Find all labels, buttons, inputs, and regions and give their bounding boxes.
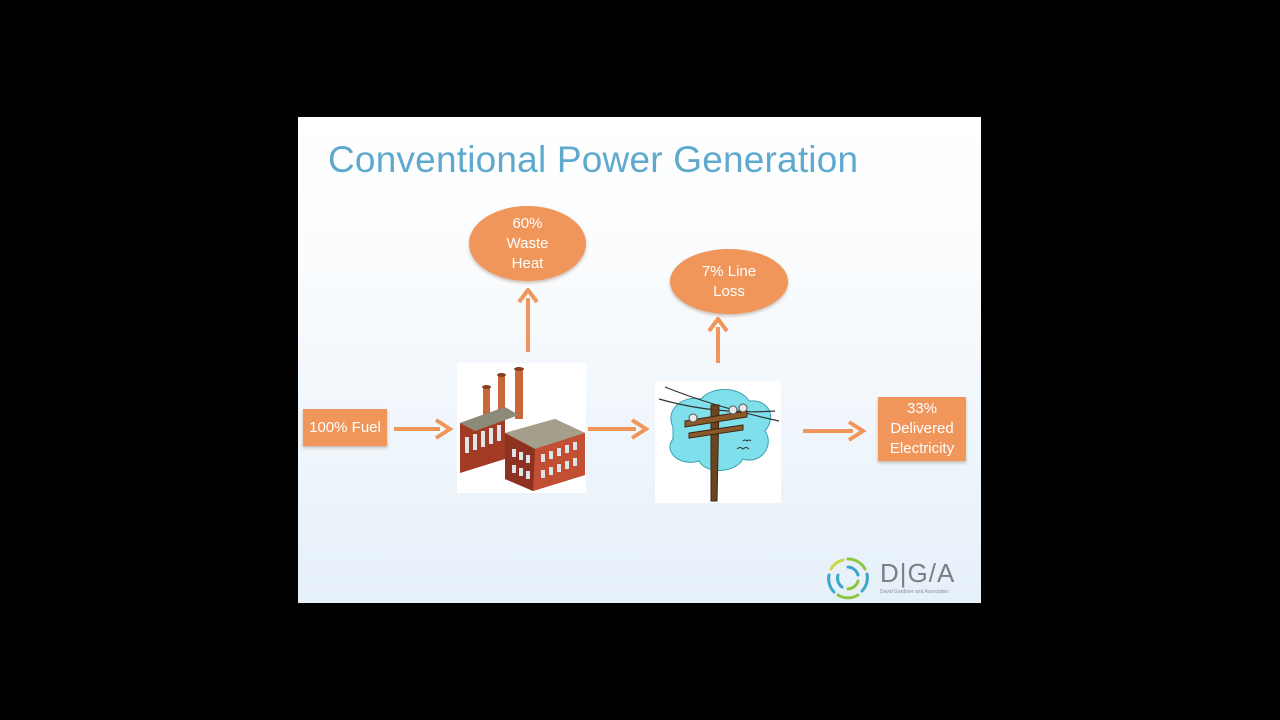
fuel-node: 100% Fuel <box>303 409 387 446</box>
power-pole-icon <box>658 386 780 502</box>
arrow-plant-to-waste-heat <box>517 288 539 352</box>
delivered-line-2: Delivered <box>890 420 954 437</box>
line-loss-line-2: Loss <box>713 282 745 300</box>
slide: Conventional Power Generation 60% Waste … <box>298 117 981 603</box>
arrow-pole-to-line-loss <box>707 317 729 363</box>
slide-title: Conventional Power Generation <box>328 139 859 180</box>
factory-icon <box>460 367 585 491</box>
power-line-illustration <box>655 381 781 503</box>
waste-heat-node: 60% Waste Heat <box>469 206 586 281</box>
delivered-line-1: 33% <box>906 400 938 417</box>
arrow-plant-to-pole <box>588 418 650 440</box>
fuel-label: 100% Fuel <box>309 418 381 436</box>
waste-heat-line-2: Waste <box>506 234 549 252</box>
delivered-line-3: Electricity <box>889 440 955 457</box>
delivered-electricity-node: 33% Delivered Electricity <box>878 397 966 461</box>
dga-logo-text: D|G/A <box>880 558 956 588</box>
waste-heat-line-3: Heat <box>511 254 544 272</box>
dga-logo-icon <box>827 557 869 600</box>
line-loss-line-1: 7% Line <box>701 262 757 280</box>
power-plant-illustration <box>457 363 586 493</box>
waste-heat-line-1: 60% <box>512 214 543 232</box>
dga-logo: D|G/A David Gardiner and Associates <box>824 555 954 601</box>
arrow-fuel-to-plant <box>394 418 454 440</box>
line-loss-node: 7% Line Loss <box>670 249 788 314</box>
arrow-pole-to-delivered <box>803 420 867 442</box>
dga-logo-subtitle: David Gardiner and Associates <box>880 589 949 595</box>
